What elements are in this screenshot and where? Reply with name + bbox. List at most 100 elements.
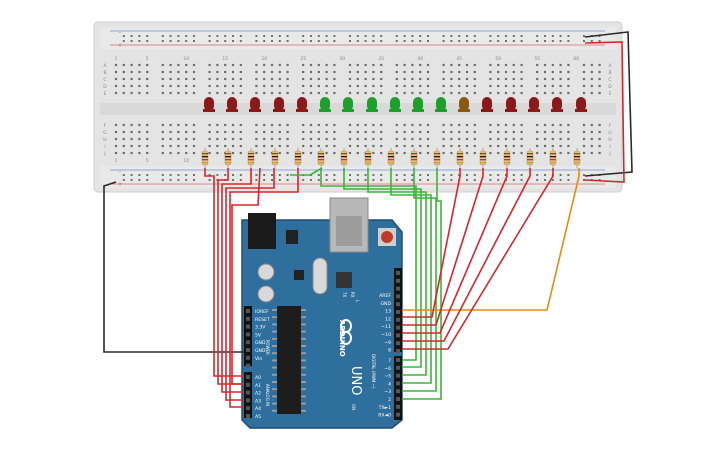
digital-wire-red[interactable] [402,168,484,326]
analog-wire-red[interactable] [231,167,261,385]
rail-sign-label: - [119,29,121,36]
analog-wire-red[interactable] [229,168,299,408]
resistor[interactable] [224,148,232,168]
wires [103,31,633,408]
led-red[interactable] [296,97,308,112]
row-letter-label: A [608,63,612,69]
digital-wire-orange[interactable] [402,168,580,311]
led-red[interactable] [528,97,540,112]
column-number-label: 1 [115,158,118,164]
pin-label: RESET [255,317,270,323]
resistor[interactable] [433,148,441,168]
pin-label: TX►1 [378,405,391,411]
resistor[interactable] [573,148,581,168]
power-header-title: POWER [265,340,270,355]
row-letter-label: C [103,77,106,83]
column-number-label: 5 [146,56,149,62]
led-green[interactable] [435,97,447,112]
resistor[interactable] [387,148,395,168]
digital-wire-red[interactable] [402,168,461,318]
pin-label: RX◄0 [378,413,391,419]
pin-label: ~5 [384,374,391,380]
resistor[interactable] [479,148,487,168]
resistor[interactable] [201,148,209,168]
on-label: ON [351,404,356,410]
led-red[interactable] [551,97,563,112]
pin-label: 12 [385,316,391,322]
board-name-label: UNO [348,366,363,395]
led-orange[interactable] [458,97,470,112]
resistor[interactable] [294,148,302,168]
pin-label: 7 [388,358,391,364]
column-number-label: 10 [183,158,189,164]
analog-wire-red[interactable] [225,168,275,401]
resistor[interactable] [410,148,418,168]
pin-label: GND [380,301,391,307]
breadboard-holes [114,35,601,181]
gnd-wire-black[interactable] [103,181,244,353]
digital-wire-green[interactable] [402,168,437,392]
digital-wire-green[interactable] [402,168,442,400]
pin-label: 4 [388,381,391,387]
arduino-uno-board[interactable]: ARDUINO UNO TX RX L ON POWER ANALOG IN D… [241,197,403,429]
pin-label: ~6 [384,366,391,372]
led-green[interactable] [366,97,378,112]
column-number-label: 30 [339,56,345,62]
row-letter-label: J [103,151,105,157]
led-green[interactable] [319,97,331,112]
resistor[interactable] [317,148,325,168]
resistor[interactable] [247,148,255,168]
led-row [203,97,587,112]
digital-wire-green[interactable] [390,168,432,384]
digital-wire-red[interactable] [402,168,554,350]
led-green[interactable] [389,97,401,112]
column-number-label: 10 [183,56,189,62]
column-number-label: 55 [534,56,540,62]
pin-label: IOREF [255,309,269,315]
resistor[interactable] [503,148,511,168]
column-number-label: 25 [300,56,306,62]
pin-label: ~9 [384,340,391,346]
row-letter-label: D [103,84,107,90]
led-red[interactable] [481,97,493,112]
column-number-label: 5 [146,158,149,164]
led-red[interactable] [505,97,517,112]
led-red[interactable] [226,97,238,112]
rail-wire-red[interactable] [584,41,625,183]
led-green[interactable] [342,97,354,112]
digital-wire-red[interactable] [402,168,531,342]
resistor[interactable] [549,148,557,168]
jumper-wire-green[interactable] [309,167,323,176]
digital-wire-red[interactable] [402,168,508,334]
column-number-label: 45 [456,56,462,62]
led-green[interactable] [412,97,424,112]
row-letter-label: E [609,91,612,97]
resistor[interactable] [340,148,348,168]
resistor[interactable] [456,148,464,168]
resistor[interactable] [526,148,534,168]
resistor[interactable] [271,148,279,168]
pin-label: GND [255,340,266,346]
voltage-regulator [286,230,298,244]
reset-button[interactable] [381,231,393,243]
dc-jack [248,213,276,249]
digital-wire-green[interactable] [320,168,417,361]
analog-wire-red[interactable] [204,168,244,377]
arduino-header-pins [246,271,400,418]
led-red[interactable] [273,97,285,112]
column-number-label: 15 [222,56,228,62]
resistor[interactable] [364,148,372,168]
led-red[interactable] [249,97,261,112]
led-red[interactable] [203,97,215,112]
column-number-label: 1 [115,56,118,62]
led-red[interactable] [575,97,587,112]
bottom-power-rail [100,166,616,188]
rx-label: RX [350,292,355,298]
digital-wire-green[interactable] [343,168,422,368]
rail-wire-black[interactable] [584,31,633,177]
digital-wire-green[interactable] [367,168,427,376]
column-number-label: 50 [495,56,501,62]
arduino-logo [340,319,352,345]
rail-sign-label: + [117,42,122,49]
